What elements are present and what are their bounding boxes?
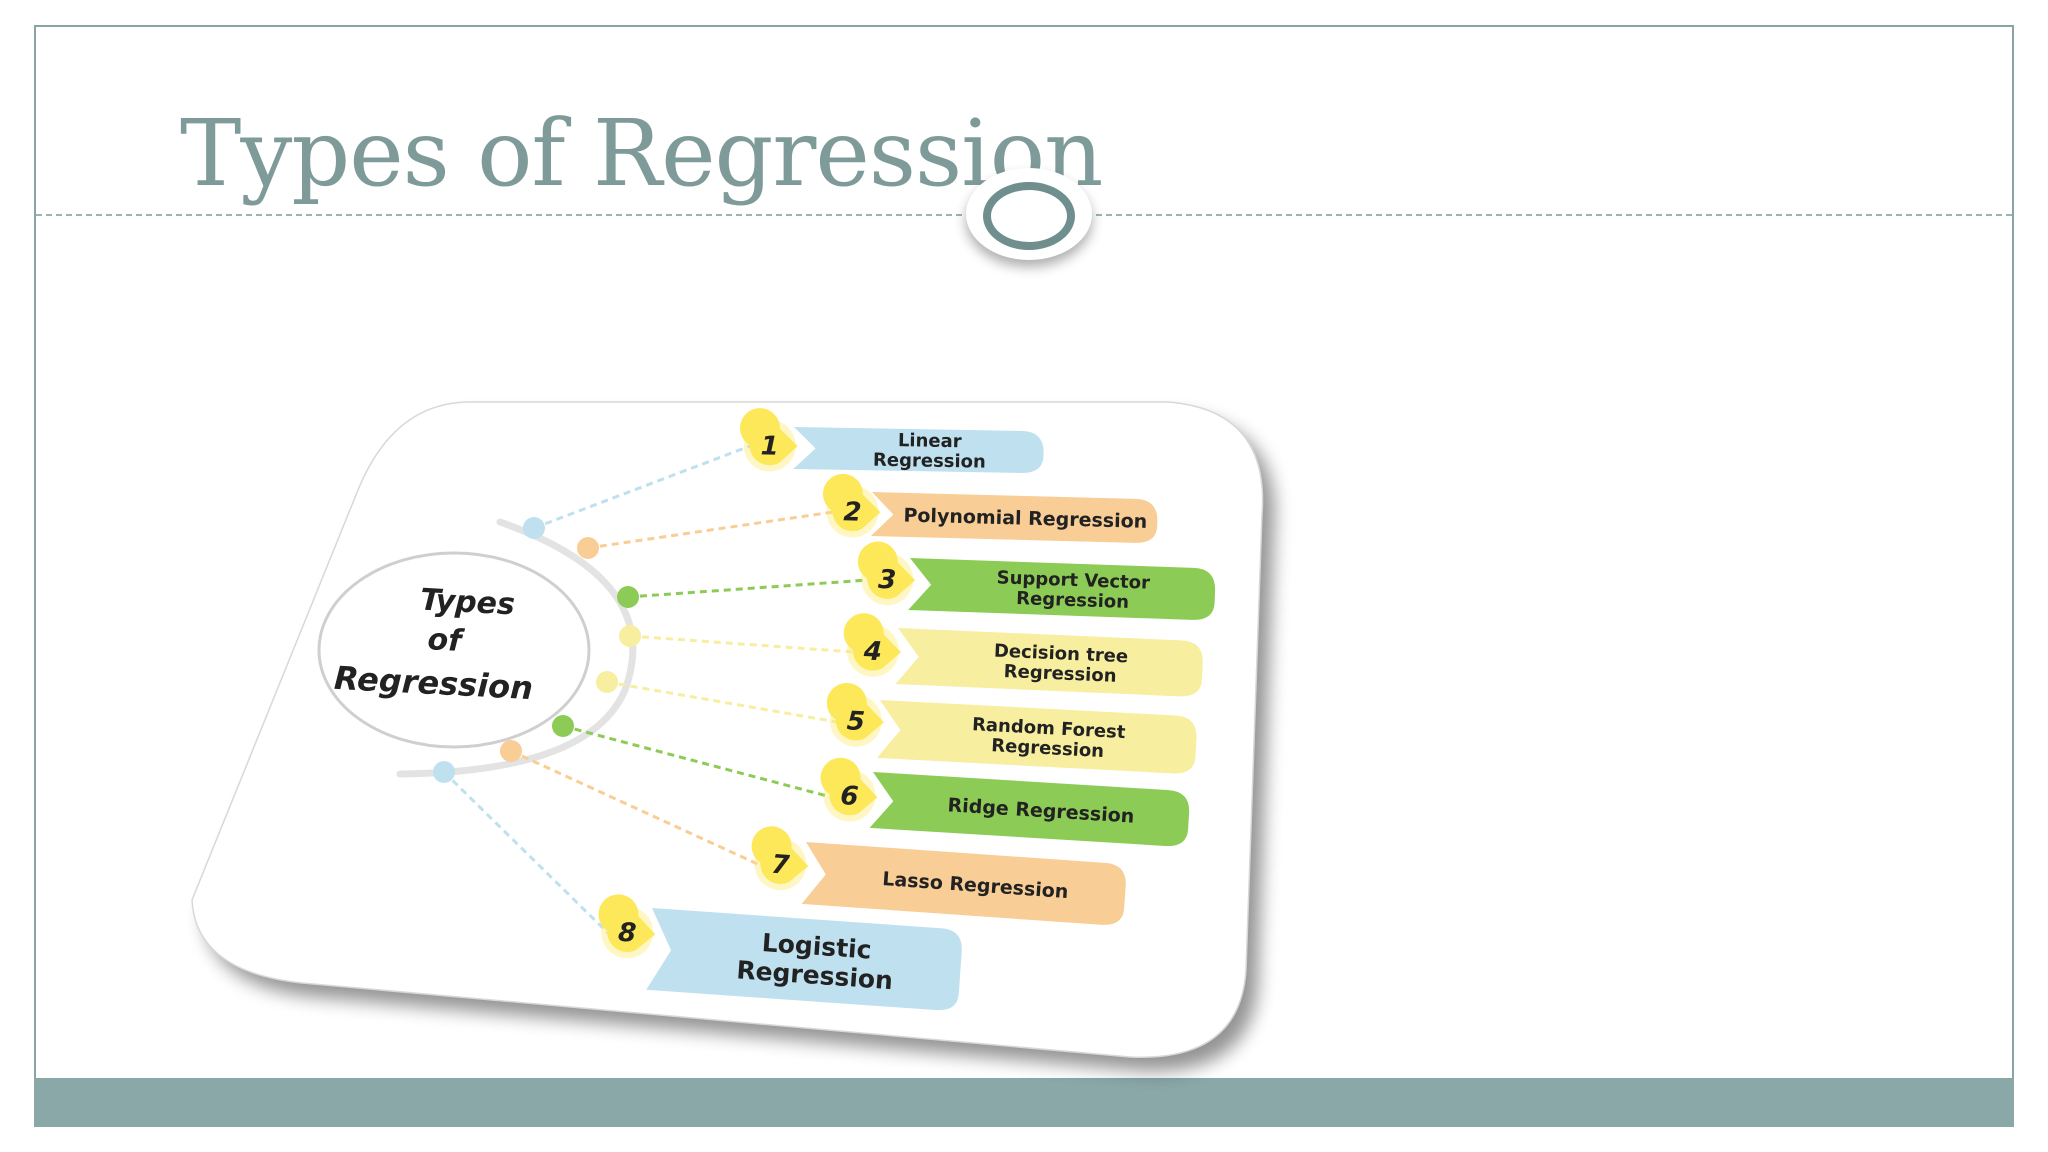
footer-bar [34,1078,2014,1127]
item-number: 4 [862,637,882,668]
node-dot [552,715,574,737]
label-box [908,558,1216,620]
number-badge [823,473,881,532]
label-box [801,842,1126,925]
item-label-line: Linear [898,430,962,452]
number-badge [820,757,878,816]
number-badge [751,826,809,884]
connector-line [587,510,834,550]
item-number: 6 [840,781,860,812]
label-box [876,700,1197,774]
slide-title: Types of Regression [180,100,1103,207]
label-box [646,908,962,1011]
node-dot [500,740,522,762]
center-label-line: Types [419,583,515,623]
label-box [793,427,1044,473]
node-dot [619,625,641,647]
connector-line [442,770,611,936]
item-label-line: Regression [1016,588,1129,613]
connector-line [627,578,869,599]
item-number: 7 [770,850,791,881]
label-box [870,492,1158,543]
item-label-line: Regression [873,450,986,473]
connector-arc [396,518,637,778]
node-dot [523,517,545,539]
connector-line [562,724,832,799]
node-dot [596,671,618,693]
node-dot [617,586,639,608]
number-badge [740,408,798,466]
label-box [895,628,1203,697]
center-label-line: of [427,622,466,659]
item-number: 2 [843,497,862,527]
number-badge [598,894,656,952]
item-number: 5 [846,706,866,737]
number-badge [826,682,884,741]
item-number: 1 [760,431,779,461]
item-number: 3 [878,565,897,596]
connector-line [606,680,838,724]
title-ornament [966,168,1092,260]
label-box [869,772,1190,846]
node-dot [433,761,455,783]
item-number: 8 [617,918,637,949]
node-dot [577,537,599,559]
number-badge [843,613,901,671]
item-label-line: Regression [1003,661,1117,687]
connector-line [533,444,751,530]
connector-line [629,634,855,654]
number-badge [857,541,916,599]
center-circle [317,551,591,749]
connector-line [510,749,763,868]
